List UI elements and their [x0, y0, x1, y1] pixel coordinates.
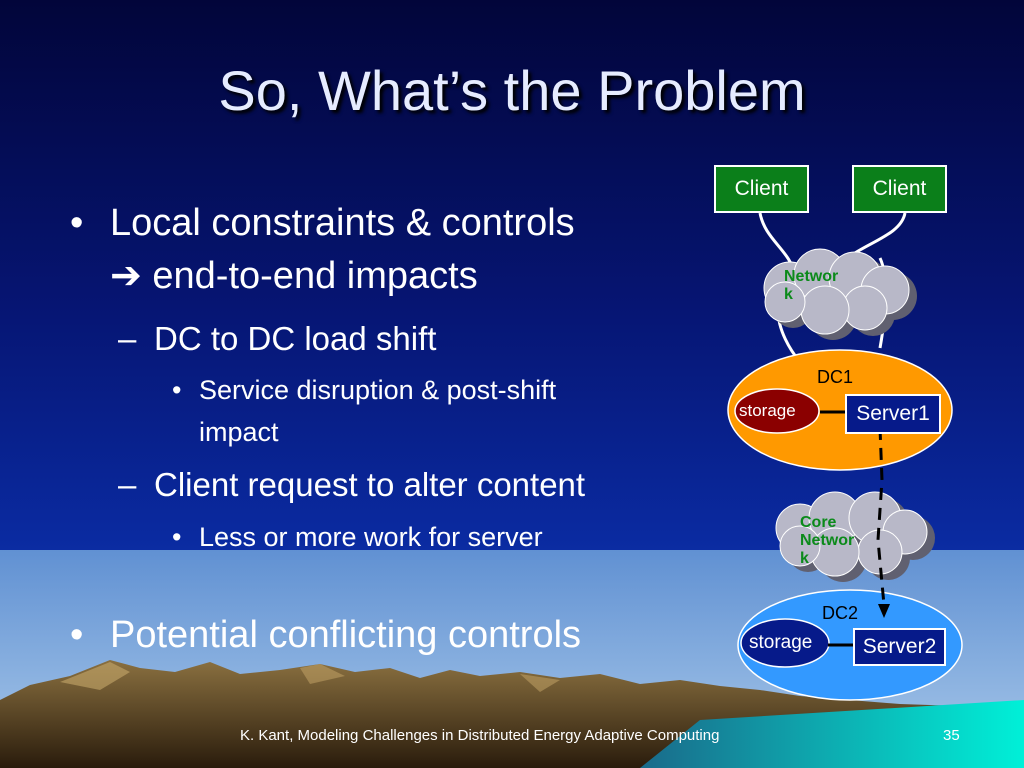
sub-sub-bullet-service-disruption: Service disruption & post-shift — [199, 375, 557, 405]
dc1-storage-label: storage — [739, 401, 796, 420]
bullet-marker: • — [70, 202, 84, 244]
dc1-storage-ellipse — [734, 388, 820, 434]
load-shift-dashed-arrow — [876, 427, 886, 606]
arrow-icon: ➔ — [110, 255, 142, 297]
dc2-storage-ellipse — [740, 618, 830, 668]
server1-box: Server1 — [845, 394, 941, 434]
dash-marker: – — [118, 320, 137, 357]
core-network-label-line2: Networ — [800, 532, 855, 549]
client-box-1: Client — [714, 165, 809, 213]
sub-bullet-dc-load-shift: DC to DC load shift — [154, 320, 437, 357]
network-cloud — [763, 248, 910, 335]
bullet-continuation: ➔ end-to-end impacts — [110, 253, 478, 299]
slide-title: So, What’s the Problem — [218, 59, 806, 122]
sub-sub-bullet-continuation: impact — [199, 417, 279, 447]
dc1-label: DC1 — [817, 367, 854, 387]
dc1-ellipse — [727, 349, 953, 471]
sub-sub-bullet-less-more-work: Less or more work for server — [199, 522, 543, 552]
load-shift-arrowhead — [878, 604, 890, 618]
bullet-local-constraints: Local constraints & controls — [110, 202, 575, 244]
dash-marker: – — [118, 466, 137, 503]
client-box-2: Client — [852, 165, 947, 213]
bullet-marker: • — [172, 375, 182, 405]
footer-text: K. Kant, Modeling Challenges in Distribu… — [240, 727, 720, 744]
dc2-label: DC2 — [822, 603, 859, 623]
core-network-cloud — [775, 491, 928, 577]
dc2-storage-label: storage — [749, 632, 813, 653]
bullet-marker: • — [70, 614, 84, 656]
bullet-end-to-end: end-to-end impacts — [152, 255, 478, 297]
page-number: 35 — [943, 727, 960, 744]
bullet-marker: • — [172, 522, 182, 552]
core-network-label-line3: k — [800, 550, 809, 567]
core-network-label-line1: Core — [800, 514, 837, 531]
network-label: Networ k — [784, 268, 838, 304]
bullet-conflicting-controls: Potential conflicting controls — [110, 614, 582, 656]
server2-box: Server2 — [853, 628, 946, 666]
network-label-line1: Networ — [784, 268, 839, 285]
sub-bullet-client-request: Client request to alter content — [154, 466, 586, 503]
core-network-label: Core Networ k — [800, 514, 854, 568]
network-label-line2: k — [784, 286, 793, 303]
